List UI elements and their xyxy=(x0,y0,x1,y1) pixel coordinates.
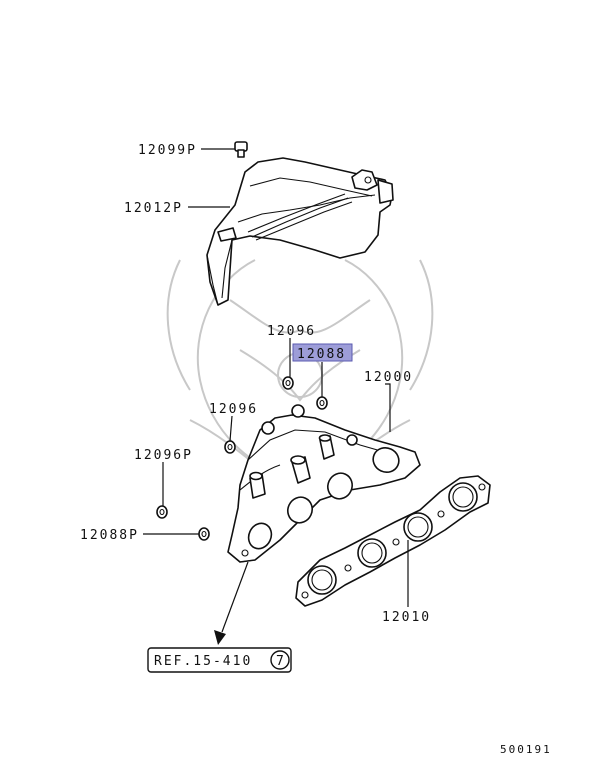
reference-arrow xyxy=(214,561,249,645)
reference-circled-number: 7 xyxy=(276,654,284,669)
highlight-box-12088 xyxy=(292,343,353,362)
bolt-12099P xyxy=(234,141,248,158)
label-12088[interactable]: 12088 xyxy=(297,347,346,362)
washer-12088 xyxy=(316,396,328,410)
leader-lines xyxy=(143,148,409,607)
label-12012P: 12012P xyxy=(124,201,183,216)
label-12096-mid: 12096 xyxy=(209,402,258,417)
figure-id: 500191 xyxy=(500,743,552,756)
nut-12096-top xyxy=(282,376,294,390)
label-12099P: 12099P xyxy=(138,143,197,158)
washer-12088P xyxy=(198,527,210,541)
reference-text: REF.15-410 xyxy=(154,654,252,669)
heat-shield-12012P xyxy=(206,157,394,306)
label-12096-top: 12096 xyxy=(267,324,316,339)
label-12000: 12000 xyxy=(364,370,413,385)
nut-12096-mid xyxy=(224,440,236,454)
label-12096P: 12096P xyxy=(134,448,193,463)
gasket-12010 xyxy=(295,475,491,607)
nut-12096P xyxy=(156,505,168,519)
exhaust-manifold-12000 xyxy=(227,404,421,563)
label-12010: 12010 xyxy=(382,610,431,625)
reference-box[interactable]: REF.15-410 7 xyxy=(147,647,292,673)
label-12088P: 12088P xyxy=(80,528,139,543)
